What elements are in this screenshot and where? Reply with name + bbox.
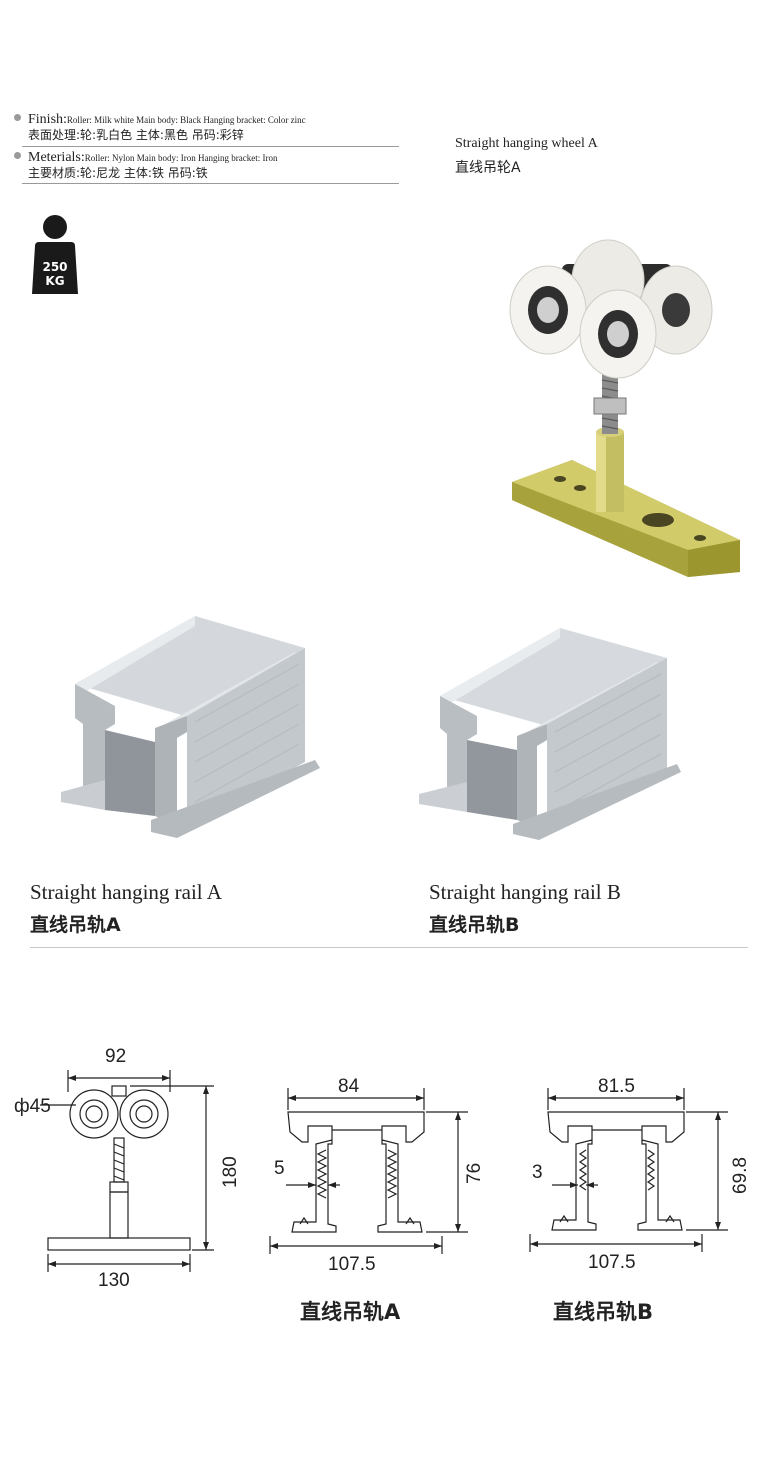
rail-a-top-label: 84 (338, 1076, 360, 1097)
wheel-height-label: 180 (220, 1156, 241, 1188)
rail-b-dimension-drawing: 81.5 3 69.8 107.5 (529, 1076, 751, 1273)
rail-b-drawing-caption: 直线吊轨B (553, 1300, 654, 1324)
bullet-icon (14, 152, 21, 159)
rail-b-title-en: Straight hanging rail B (429, 880, 621, 904)
materials-zh: 主要材质:轮:尼龙 主体:铁 吊码:铁 (28, 166, 208, 180)
finish-details: Roller: Milk white Main body: Black Hang… (66, 115, 306, 125)
materials-spec: Meterials:Roller: Nylon Main body: Iron … (14, 150, 399, 181)
rail-a-drawing-caption: 直线吊轨A (300, 1300, 401, 1324)
rail-a-wall-label: 5 (274, 1158, 285, 1179)
wheel-title-en: Straight hanging wheel A (455, 136, 598, 151)
rail-a-bottom-label: 107.5 (328, 1254, 376, 1275)
rail-a-height-label: 76 (464, 1163, 482, 1184)
load-value: 250 (42, 260, 68, 274)
wheel-diameter-label: ф45 (14, 1096, 51, 1117)
rail-b-bottom-label: 107.5 (588, 1252, 636, 1273)
rail-a-title-en: Straight hanging rail A (30, 880, 222, 904)
finish-spec: Finish:Roller: Milk white Main body: Bla… (14, 112, 399, 143)
spec-divider (22, 183, 399, 184)
rail-b-top-label: 81.5 (598, 1076, 635, 1097)
load-weight-icon: 250 KG (32, 214, 78, 294)
rail-b-title-zh: 直线吊轨B (429, 914, 520, 936)
hanging-wheel-image (509, 239, 740, 577)
load-unit: KG (45, 274, 65, 288)
section-divider (30, 947, 748, 948)
wheel-base-label: 130 (98, 1270, 130, 1291)
wheel-dimension-drawing: 92 ф45 180 130 (14, 1046, 241, 1291)
rail-a-image (61, 616, 320, 838)
rail-b-wall-label: 3 (532, 1162, 543, 1183)
rail-b-height-label: 69.8 (730, 1157, 751, 1194)
rail-a-title-zh: 直线吊轨A (30, 914, 121, 936)
wheel-width-label: 92 (105, 1046, 126, 1067)
bullet-icon (14, 114, 21, 121)
spec-divider (22, 146, 399, 147)
materials-label: Meterials: (28, 150, 85, 165)
rail-b-image (419, 628, 681, 840)
rail-a-dimension-drawing: 84 5 76 107.5 (269, 1076, 482, 1275)
materials-details: Roller: Nylon Main body: Iron Hanging br… (84, 153, 278, 163)
finish-label: Finish: (28, 112, 67, 127)
wheel-title-zh: 直线吊轮A (455, 160, 521, 176)
finish-zh: 表面处理:轮:乳白色 主体:黑色 吊码:彩锌 (28, 128, 244, 142)
